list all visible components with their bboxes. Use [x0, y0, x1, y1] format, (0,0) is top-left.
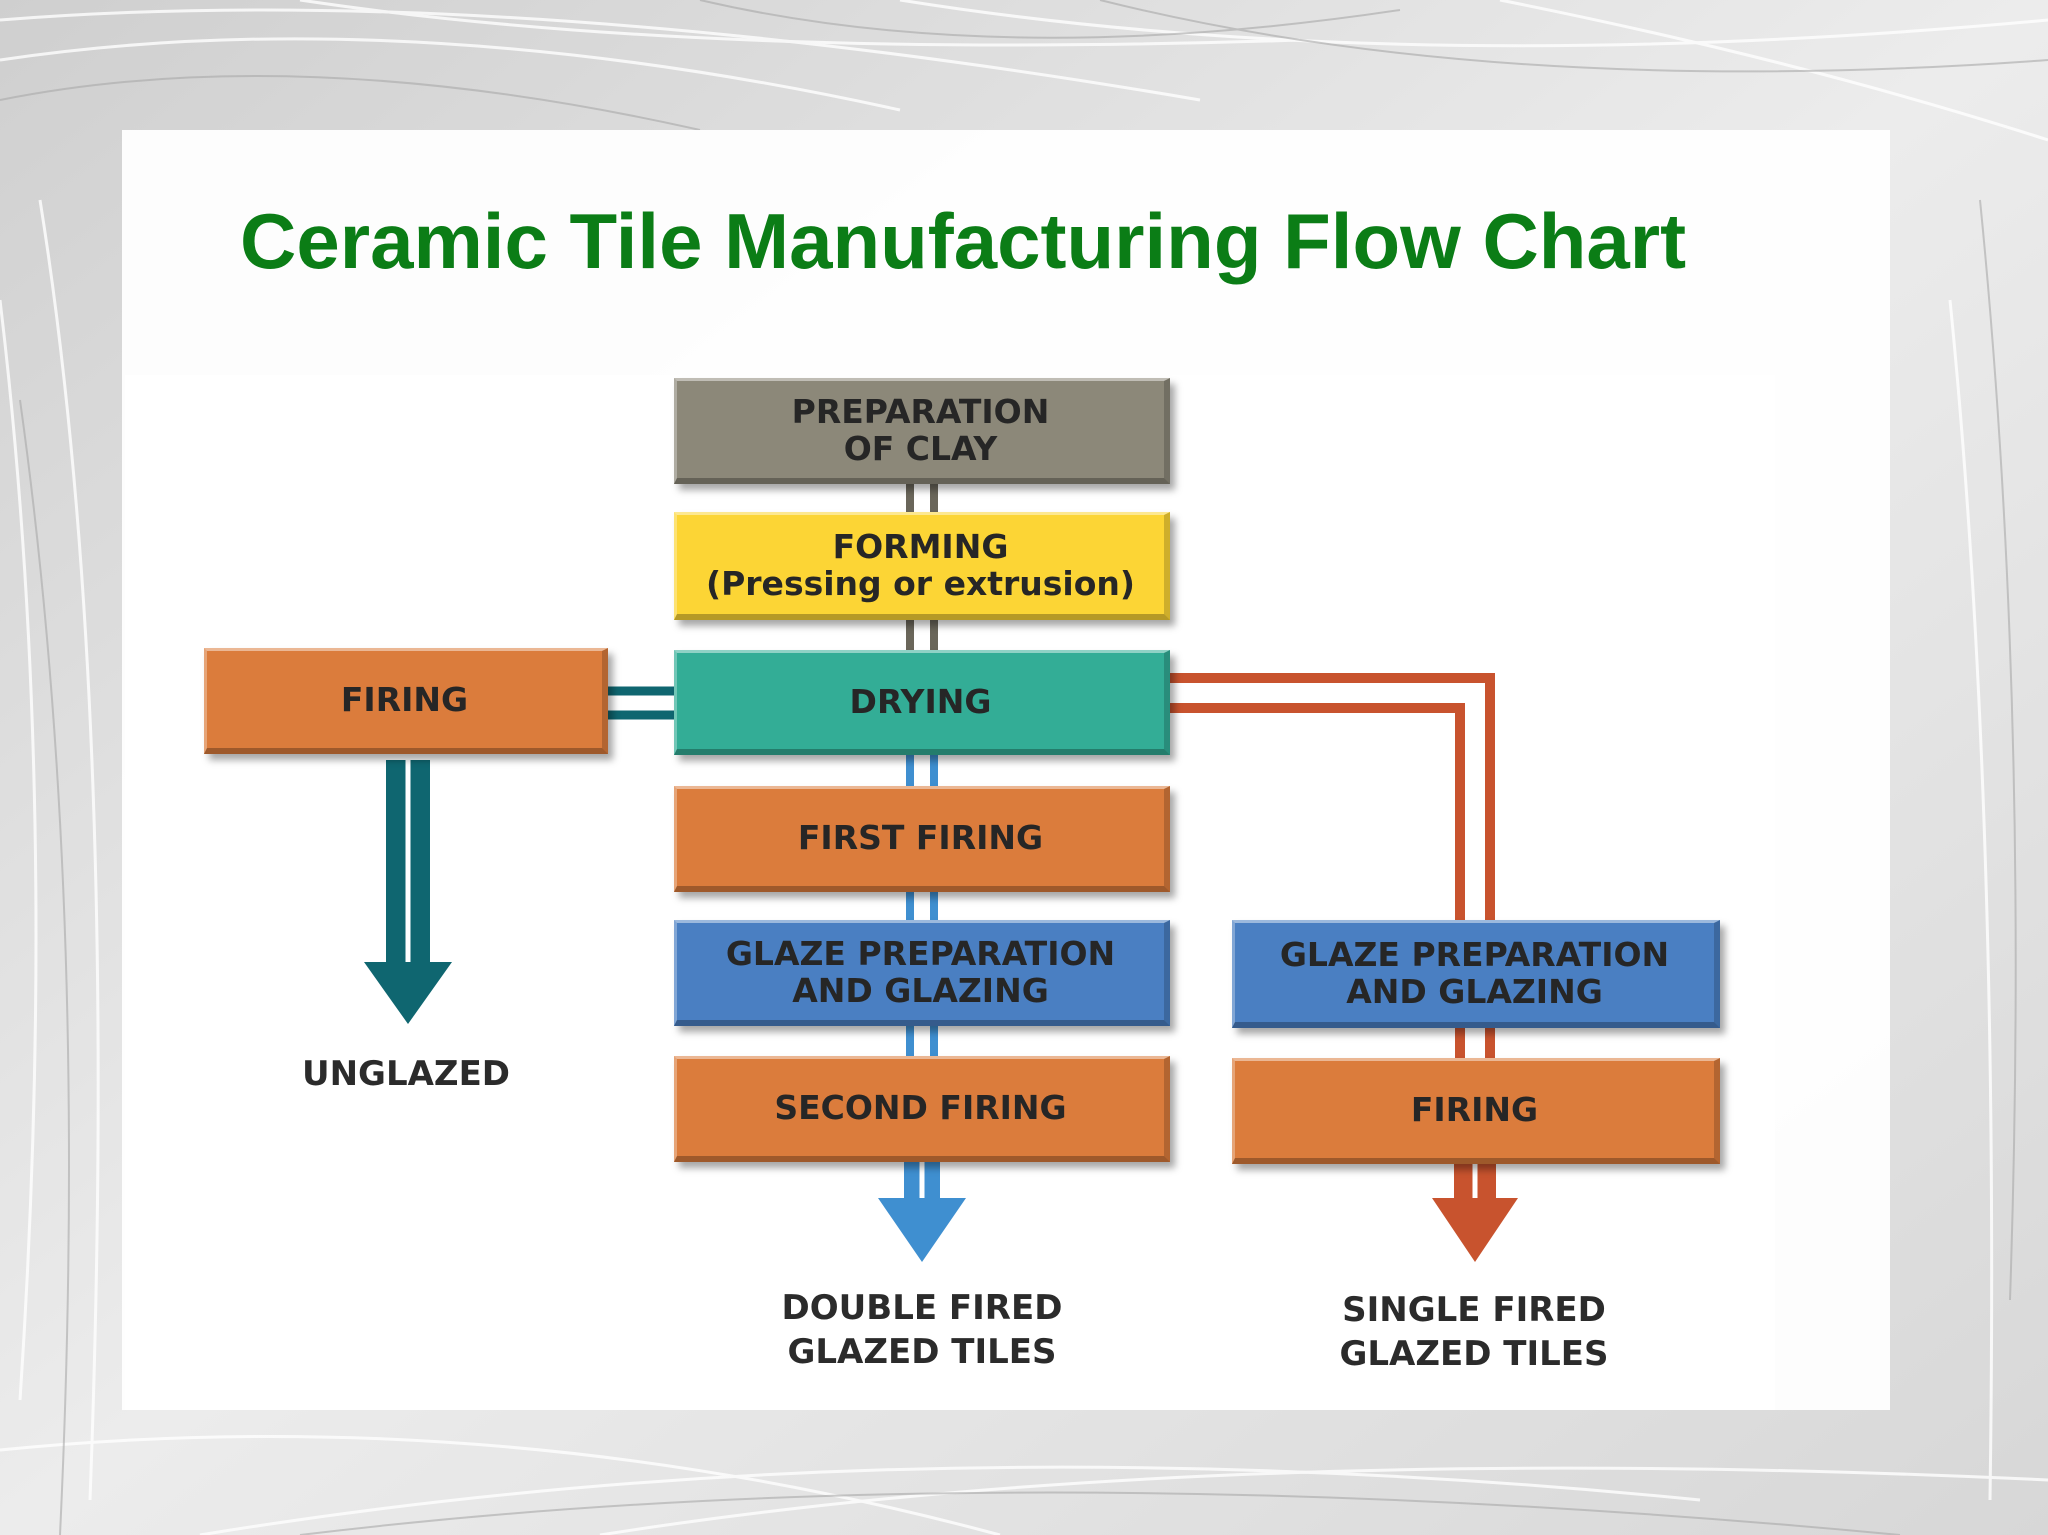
glaze-prep-center-box: GLAZE PREPARATION AND GLAZING [674, 920, 1170, 1026]
connector-drying-first-firing [906, 755, 938, 786]
second-firing-box: SECOND FIRING [674, 1056, 1170, 1162]
glaze-prep-right-box: GLAZE PREPARATION AND GLAZING [1232, 920, 1720, 1028]
connector-single-glaze-firing [1455, 1028, 1495, 1058]
prep-clay-box: PREPARATION OF CLAY [674, 378, 1170, 484]
unglazed-arrow [364, 760, 452, 1024]
double-fired-label: DOUBLE FIRED GLAZED TILES [781, 1288, 1063, 1372]
connector-drying-firing-left [608, 686, 676, 720]
first-firing-box: FIRST FIRING [674, 786, 1170, 892]
single-fired-arrow [1432, 1162, 1518, 1262]
single-fired-label: SINGLE FIRED GLAZED TILES [1339, 1290, 1609, 1374]
slide-title: Ceramic Tile Manufacturing Flow Chart [240, 197, 1687, 285]
forming-box: FORMING (Pressing or extrusion) [674, 512, 1170, 620]
firing-right-box: FIRING [1232, 1058, 1720, 1164]
unglazed-label: UNGLAZED [301, 1054, 511, 1094]
firing-left-box: FIRING [204, 648, 608, 754]
single-fire-route [1170, 673, 1495, 924]
connector-forming-drying [906, 620, 938, 650]
connector-clay-forming [906, 484, 938, 512]
double-fired-arrow [878, 1160, 966, 1262]
connector-first-firing-glaze [906, 892, 938, 920]
connector-glaze-second-firing [906, 1026, 938, 1056]
drying-box: DRYING [674, 650, 1170, 755]
